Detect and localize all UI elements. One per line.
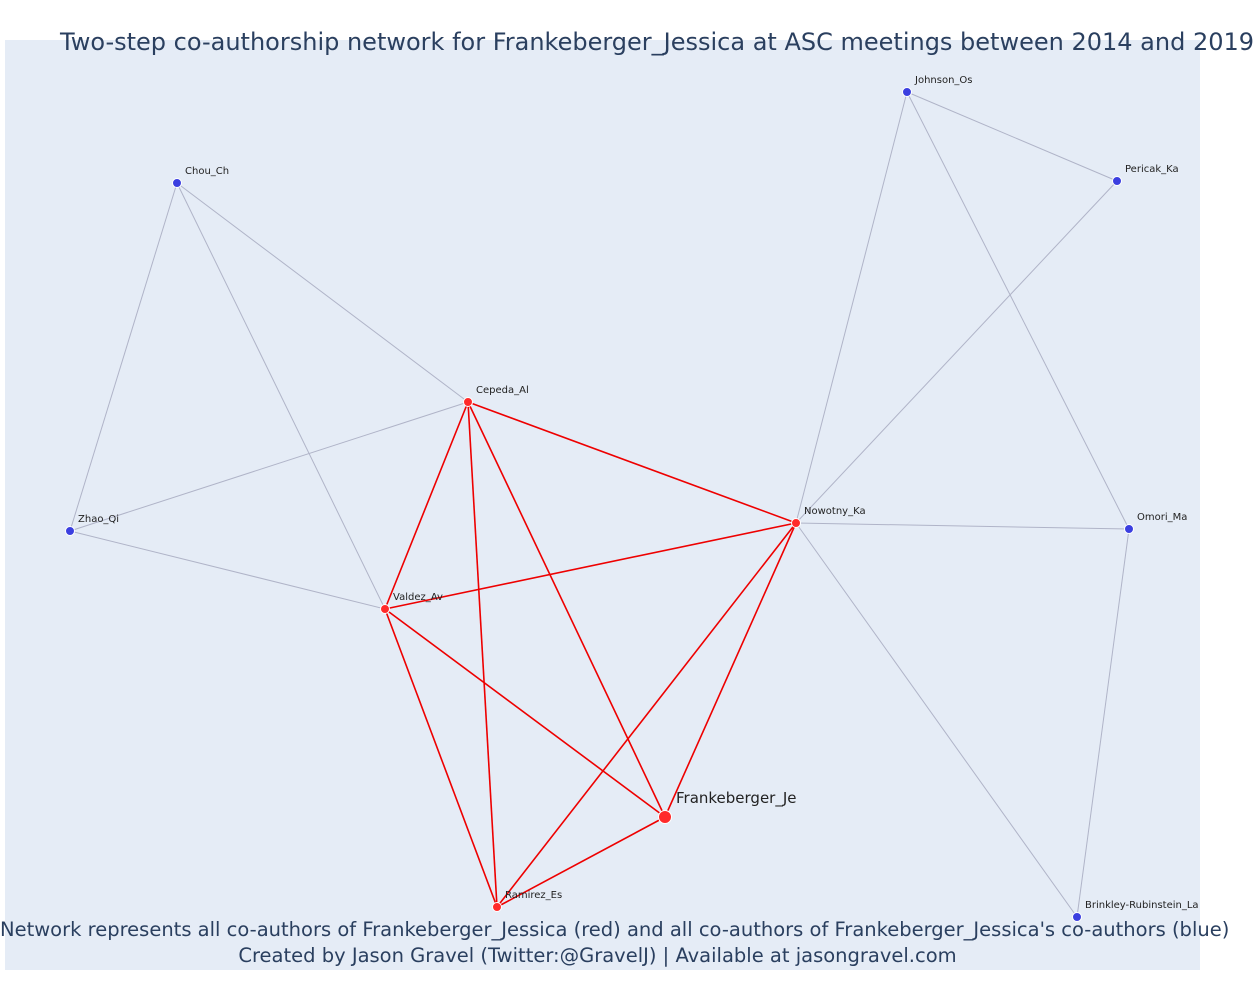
edge-chou-ch-cepeda-al	[176, 182, 469, 403]
edge-zhao-qi-valdez-av	[69, 530, 386, 610]
node-brinkley-rubinstein-la[interactable]	[1072, 912, 1082, 922]
node-valdez-av[interactable]	[380, 604, 390, 614]
node-label-zhao-qi: Zhao_Qi	[78, 514, 119, 525]
node-label-brinkley-rubinstein-la: Brinkley-Rubinstein_La	[1085, 900, 1199, 911]
caption-legend: Network represents all co-authors of Fra…	[0, 918, 1230, 941]
edge-zhao-qi-cepeda-al	[69, 401, 469, 532]
edge-valdez-av-frankeberger-je	[384, 608, 666, 818]
node-frankeberger-je[interactable]	[658, 810, 672, 824]
node-label-frankeberger-je: Frankeberger_Je	[676, 789, 797, 808]
node-label-valdez-av: Valdez_Av	[393, 592, 443, 603]
edge-nowotny-ka-brinkley-rubinstein-la	[795, 522, 1078, 918]
edge-cepeda-al-valdez-av	[384, 401, 469, 610]
edge-nowotny-ka-valdez-av	[384, 522, 797, 610]
edge-nowotny-ka-ramirez-es	[496, 522, 797, 908]
node-zhao-qi[interactable]	[65, 526, 75, 536]
node-label-cepeda-al: Cepeda_Al	[476, 385, 529, 396]
edge-cepeda-al-ramirez-es	[467, 401, 498, 908]
edge-johnson-os-pericak-ka	[906, 91, 1118, 182]
node-label-ramirez-es: Ramirez_Es	[505, 890, 562, 901]
node-label-chou-ch: Chou_Ch	[185, 166, 229, 177]
node-omori-ma[interactable]	[1124, 524, 1134, 534]
plot-background	[5, 40, 1200, 970]
edge-cepeda-al-nowotny-ka	[467, 401, 797, 524]
labels-layer: Frankeberger_Je Cepeda_AlNowotny_KaValdez…	[78, 75, 1199, 911]
edge-ramirez-es-frankeberger-je	[496, 816, 666, 908]
edges-layer	[69, 91, 1130, 918]
coauthorship-network: Frankeberger_Je Cepeda_AlNowotny_KaValdez…	[65, 75, 1199, 922]
edge-johnson-os-nowotny-ka	[795, 91, 908, 524]
node-pericak-ka[interactable]	[1112, 176, 1122, 186]
node-ramirez-es[interactable]	[492, 902, 502, 912]
edge-pericak-ka-nowotny-ka	[795, 180, 1118, 524]
edge-nowotny-ka-frankeberger-je	[664, 522, 797, 818]
node-chou-ch[interactable]	[172, 178, 182, 188]
chart-title: Two-step co-authorship network for Frank…	[60, 28, 1254, 56]
node-johnson-os[interactable]	[902, 87, 912, 97]
node-nowotny-ka[interactable]	[791, 518, 801, 528]
edge-chou-ch-valdez-av	[176, 182, 386, 610]
node-label-johnson-os: Johnson_Os	[914, 75, 973, 86]
node-cepeda-al[interactable]	[463, 397, 473, 407]
edge-nowotny-ka-omori-ma	[795, 522, 1130, 530]
edge-omori-ma-brinkley-rubinstein-la	[1076, 528, 1130, 918]
edge-valdez-av-ramirez-es	[384, 608, 498, 908]
edge-chou-ch-zhao-qi	[69, 182, 178, 532]
node-label-pericak-ka: Pericak_Ka	[1125, 164, 1179, 175]
caption-credit: Created by Jason Gravel (Twitter:@Gravel…	[238, 944, 957, 967]
node-label-nowotny-ka: Nowotny_Ka	[804, 506, 866, 517]
nodes-layer	[65, 87, 1134, 922]
edge-johnson-os-omori-ma	[906, 91, 1130, 530]
edge-cepeda-al-frankeberger-je	[467, 401, 666, 818]
node-label-omori-ma: Omori_Ma	[1137, 512, 1187, 523]
